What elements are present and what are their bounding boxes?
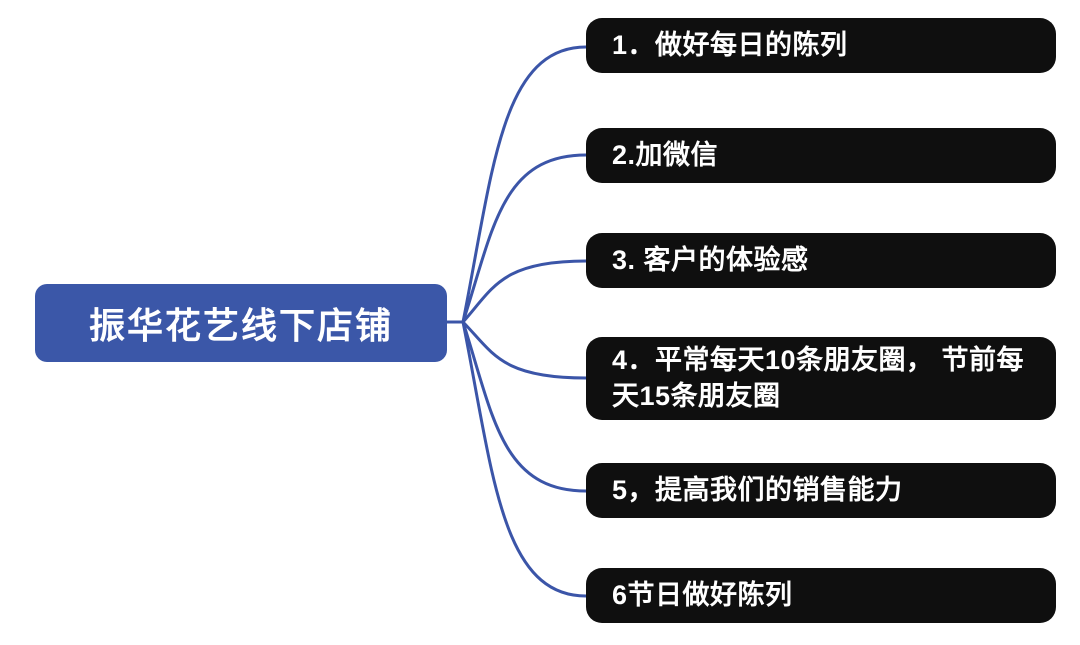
branch-node-1-label: 1．做好每日的陈列	[612, 29, 848, 60]
branch-node-5[interactable]: 5，提高我们的销售能力	[586, 463, 1056, 518]
connector-path-4	[461, 320, 588, 380]
connector-path-5	[461, 320, 588, 493]
connector-path-2	[461, 153, 588, 324]
branch-node-5-label: 5，提高我们的销售能力	[612, 474, 903, 505]
branch-node-3[interactable]: 3. 客户的体验感	[586, 233, 1056, 288]
branch-node-4-label: 4．平常每天10条朋友圈， 节前每天15条朋友圈	[612, 345, 1025, 411]
root-node-label: 振华花艺线下店铺	[88, 305, 393, 346]
branch-node-4[interactable]: 4．平常每天10条朋友圈， 节前每天15条朋友圈	[586, 337, 1056, 420]
branch-node-1[interactable]: 1．做好每日的陈列	[586, 18, 1056, 73]
connector-path-6	[461, 320, 588, 598]
branch-node-3-label: 3. 客户的体验感	[612, 244, 809, 275]
connector-path-3	[461, 259, 588, 324]
connector-path-1	[461, 45, 588, 324]
branch-node-2-label: 2.加微信	[612, 139, 719, 170]
branch-node-2[interactable]: 2.加微信	[586, 128, 1056, 183]
branch-node-6[interactable]: 6节日做好陈列	[586, 568, 1056, 623]
branch-node-6-label: 6节日做好陈列	[612, 579, 793, 610]
root-node[interactable]: 振华花艺线下店铺	[35, 284, 447, 362]
